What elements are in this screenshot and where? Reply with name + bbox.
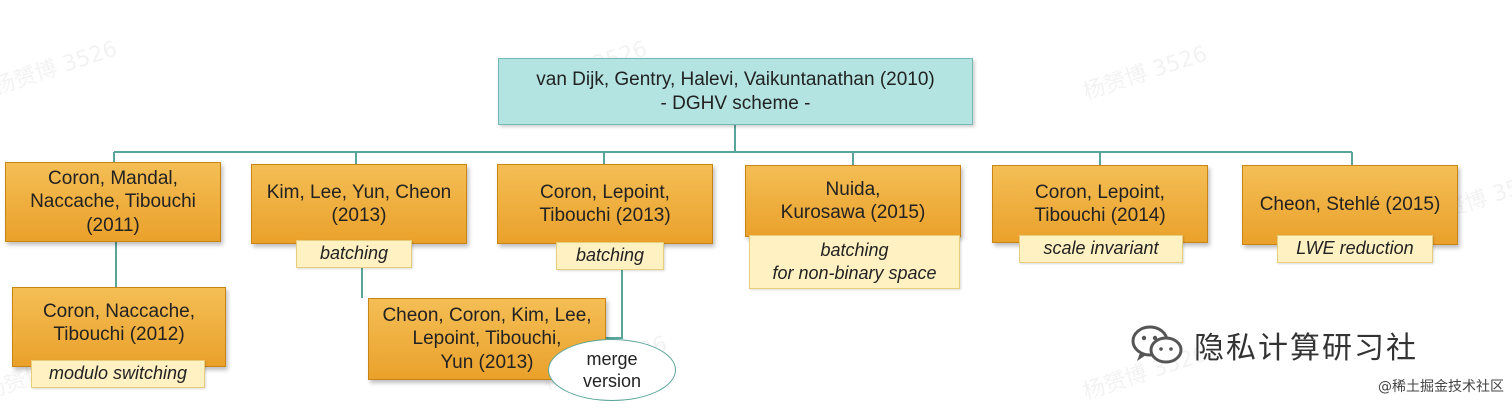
brand-block: 隐私计算研习社 bbox=[1130, 323, 1418, 367]
node-coron-lepoint-tibouchi-2014: Coron, Lepoint, Tibouchi (2014) bbox=[992, 165, 1208, 243]
node-kim-lee-yun-cheon-2013: Kim, Lee, Yun, Cheon (2013) bbox=[251, 164, 467, 244]
wechat-icon bbox=[1131, 325, 1183, 364]
connector-merge bbox=[605, 246, 623, 339]
node-coron-naccache-tibouchi-2012: Coron, Naccache, Tibouchi (2012) bbox=[12, 287, 226, 367]
node-cheon-stehle-2015: Cheon, Stehlé (2015) bbox=[1242, 165, 1458, 245]
node-coron-lepoint-tibouchi-2013: Coron, Lepoint, Tibouchi (2013) bbox=[497, 164, 713, 244]
tag-batching-non-binary: batching for non-binary space bbox=[749, 235, 960, 289]
node-nuida-kurosawa-2015: Nuida, Kurosawa (2015) bbox=[745, 165, 961, 237]
tag-batching: batching bbox=[556, 242, 664, 270]
tag-modulo-switching: modulo switching bbox=[31, 360, 205, 388]
merge-version-bubble: merge version bbox=[548, 339, 676, 401]
node-coron-mandal-2011: Coron, Mandal, Naccache, Tibouchi (2011) bbox=[5, 162, 221, 242]
brand-name: 隐私计算研习社 bbox=[1194, 331, 1418, 366]
root-node: van Dijk, Gentry, Halevi, Vaikuntanathan… bbox=[498, 58, 973, 125]
tag-scale-invariant: scale invariant bbox=[1019, 235, 1183, 263]
tag-lwe-reduction: LWE reduction bbox=[1277, 235, 1433, 263]
footer-credit: @稀土掘金技术社区 bbox=[1378, 379, 1504, 395]
tag-batching: batching bbox=[296, 240, 412, 268]
